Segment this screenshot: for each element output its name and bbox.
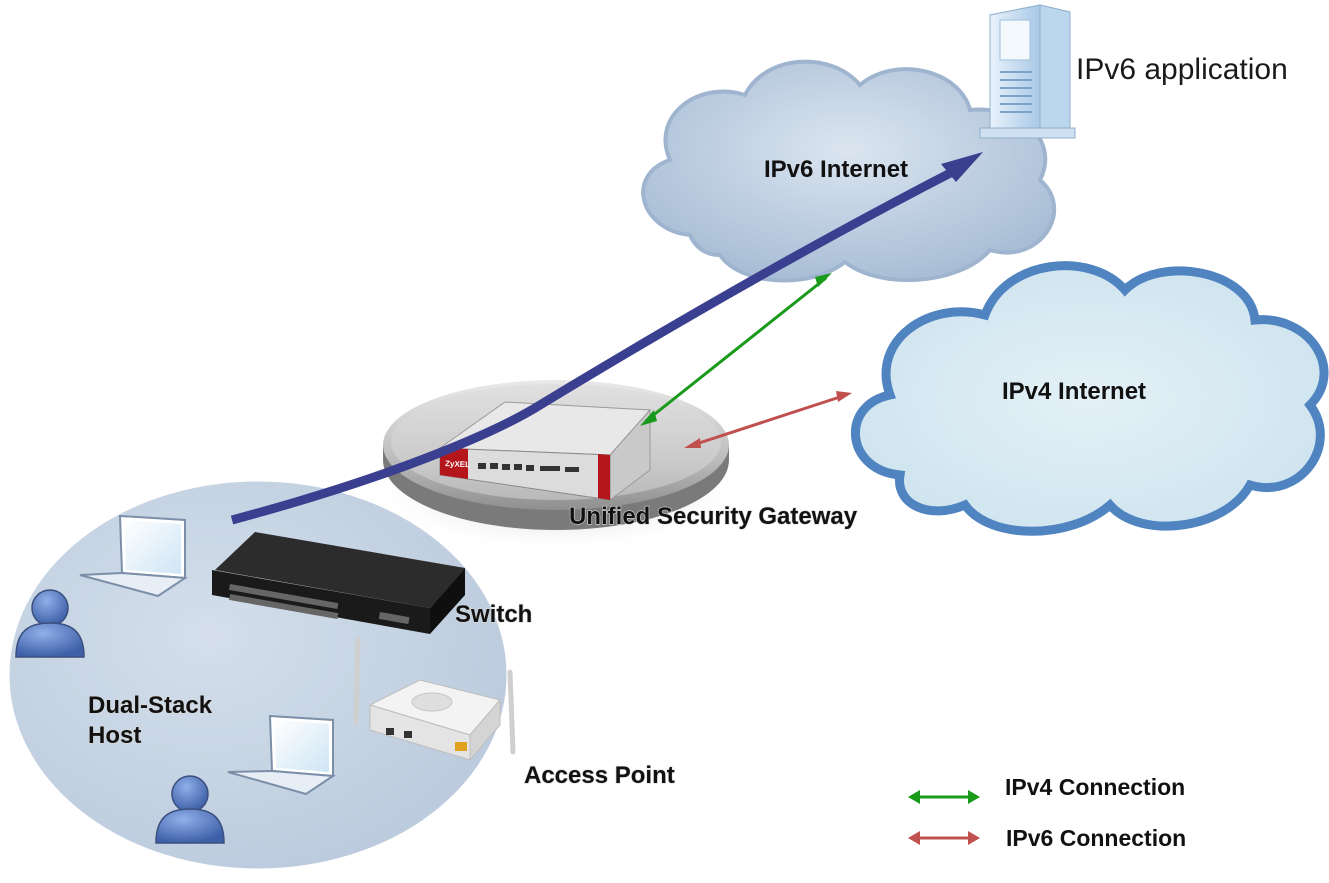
user-icon xyxy=(15,589,85,658)
ipv6-internet-label: IPv6 Internet xyxy=(764,156,908,183)
ipv6-application-label: IPv6 application xyxy=(1076,53,1288,86)
switch-label: Switch xyxy=(455,601,532,628)
access-point-device xyxy=(353,637,516,762)
laptop-icon xyxy=(227,714,336,796)
ipv6-connection-line xyxy=(684,391,852,448)
legend-ipv4-label: IPv4 Connection xyxy=(1005,774,1185,800)
access-point-label: Access Point xyxy=(524,762,675,789)
gateway-device: ZyXEL xyxy=(438,401,652,501)
ipv6-path-arrow xyxy=(230,152,983,525)
ipv4-internet-label: IPv4 Internet xyxy=(1002,378,1146,405)
server-icon xyxy=(979,4,1076,139)
dual-stack-host-label: Dual-Stack xyxy=(88,692,213,719)
dual-stack-host-label-line2: Host xyxy=(88,722,141,749)
gateway-brand-logo: ZyXEL xyxy=(445,459,470,469)
legend-ipv6-label: IPv6 Connection xyxy=(1006,825,1186,851)
legend: IPv4 Connection IPv6 Connection xyxy=(908,774,1186,851)
ipv4-internet-cloud xyxy=(851,261,1329,536)
legend-item-ipv6: IPv6 Connection xyxy=(908,825,1186,851)
ipv4-connection-line xyxy=(640,273,832,426)
legend-item-ipv4: IPv4 Connection xyxy=(908,774,1185,804)
user-icon xyxy=(155,775,225,844)
switch-device xyxy=(212,532,465,634)
laptop-icon xyxy=(79,514,188,598)
gateway-label: Unified Security Gateway xyxy=(569,503,858,530)
